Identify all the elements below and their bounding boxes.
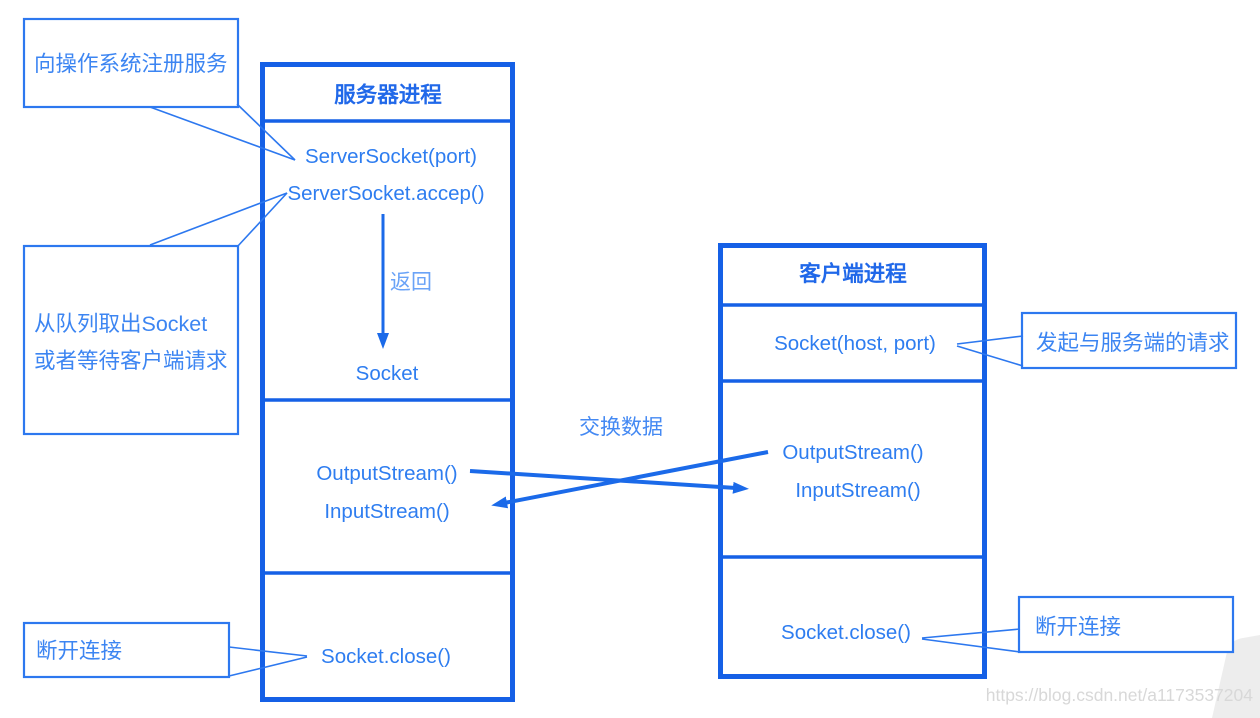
callout-server-disconnect: 断开连接 [22,621,308,679]
callout-register-service: 向操作系统注册服务 [22,17,296,161]
callout-server-disconnect-tail-2 [228,656,308,677]
callout-queue-tail-2 [236,192,288,248]
client-output-call: OutputStream() [782,441,923,464]
callout-server-disconnect-box [22,621,231,679]
server-accept-call: ServerSocket.accep() [287,182,484,205]
client-input-call: InputStream() [795,479,920,502]
callout-register-box [22,17,240,109]
server-socket-result: Socket [356,362,419,385]
callout-queue-wait: 从队列取出Socket 或者等待客户端请求 [22,192,288,436]
callout-queue-box [22,244,240,436]
watermark-url: https://blog.csdn.net/a1173537204 [986,685,1254,705]
callout-client-request-box [1020,311,1238,370]
server-create-call: ServerSocket(port) [305,145,477,168]
server-input-call: InputStream() [324,500,449,523]
client-to-server-arrow [491,450,769,509]
watermark-logo-blob [1212,635,1260,718]
callout-client-request: 发起与服务端的请求 [956,311,1238,370]
server-process-box: 服务器进程 ServerSocket(port) ServerSocket.ac… [260,62,515,702]
callout-client-disconnect-tail-1 [921,628,1021,639]
callout-client-disconnect-box [1017,595,1235,654]
callout-register-tail-1 [149,106,296,161]
callout-client-disconnect-text: 断开连接 [1035,615,1121,639]
client-box-outline [718,243,987,679]
callout-register-text: 向操作系统注册服务 [34,52,228,76]
server-box-outline [260,62,515,702]
callout-queue-text-line2: 或者等待客户端请求 [34,349,228,373]
callout-client-disconnect-tail-2 [921,638,1021,653]
client-title: 客户端进程 [799,261,907,286]
client-connect-call: Socket(host, port) [774,332,936,355]
callout-queue-text-line1: 从队列取出Socket [34,312,207,336]
callout-server-disconnect-tail-1 [228,646,308,657]
return-label: 返回 [390,271,432,294]
server-to-client-arrow [469,469,749,494]
client-process-box: 客户端进程 Socket(host, port) OutputStream() … [718,243,987,679]
callout-server-disconnect-text: 断开连接 [36,639,122,663]
server-title: 服务器进程 [334,83,442,107]
callout-client-request-text: 发起与服务端的请求 [1036,331,1230,355]
server-close-call: Socket.close() [321,645,451,668]
exchange-data-label: 交换数据 [579,416,663,439]
callout-client-request-tail-1 [956,335,1024,345]
client-close-call: Socket.close() [781,621,911,644]
callout-register-tail-2 [236,103,296,161]
server-output-call: OutputStream() [316,462,457,485]
callout-client-disconnect: 断开连接 [921,595,1235,654]
callout-queue-tail-1 [149,192,288,246]
callout-client-request-tail-2 [956,345,1024,367]
